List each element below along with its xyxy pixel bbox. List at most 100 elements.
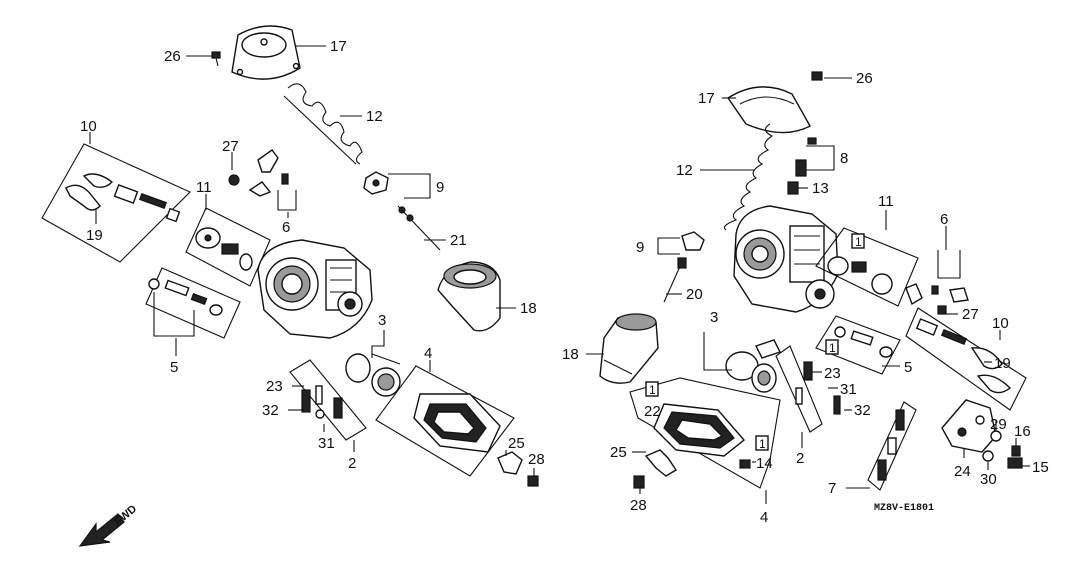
right-assembly (599, 71, 1027, 491)
small-parts-top (228, 149, 297, 211)
callout-right-7: 7 (828, 480, 836, 497)
callout-right-29: 29 (990, 416, 1007, 433)
callout-left-32: 32 (262, 402, 279, 419)
float-part-right (725, 339, 781, 393)
spring-stack-7 (867, 401, 917, 491)
callout-right-31: 31 (840, 381, 857, 398)
callout-left-11: 11 (196, 179, 212, 196)
callout-left-5: 5 (170, 359, 178, 376)
callout-right-28: 28 (630, 497, 647, 514)
bracket-box-10 (41, 143, 191, 263)
callout-right-14: 14 (756, 455, 773, 472)
piston-needle-right (663, 231, 705, 303)
bracket-box-4-right (629, 377, 781, 489)
bracket-box-5 (145, 267, 241, 339)
callout-right-27: 27 (962, 306, 979, 323)
small-parts-right-6 (905, 250, 969, 315)
right-callouts: 26 17 12 8 13 11 6 9 20 3 27 10 5 18 23 … (562, 70, 1049, 526)
screw-part-right (811, 71, 823, 81)
callout-right-24: 24 (954, 463, 971, 480)
callout-right-17: 17 (698, 90, 715, 107)
bracket-box-5-right (815, 315, 901, 375)
bracket-box-11 (185, 207, 271, 287)
callout-left-12: 12 (366, 108, 383, 125)
callout-right-8: 8 (840, 150, 848, 167)
bracket-box-4 (375, 365, 515, 477)
ref-marker: 1 (851, 233, 865, 249)
callout-right-3: 3 (710, 309, 718, 326)
callout-right-23: 23 (824, 365, 841, 382)
left-assembly (41, 25, 539, 487)
callout-right-30: 30 (980, 471, 997, 488)
jet-parts-right (775, 345, 841, 433)
piston-part (363, 171, 389, 195)
callout-left-2: 2 (348, 455, 356, 472)
callout-right-26: 26 (856, 70, 873, 87)
screw-part (211, 51, 221, 67)
carb-body-right (733, 205, 839, 313)
callout-right-4: 4 (760, 509, 768, 526)
callout-left-10: 10 (80, 118, 97, 135)
carb-body-left (257, 239, 373, 339)
callout-right-19: 19 (994, 355, 1011, 372)
bracket-box-2 (289, 359, 367, 441)
callout-left-27: 27 (222, 138, 239, 155)
callout-right-9: 9 (636, 239, 644, 256)
callout-left-26: 26 (164, 48, 181, 65)
callout-right-12: 12 (676, 162, 693, 179)
callout-right-13: 13 (812, 180, 829, 197)
spring-part (283, 83, 363, 165)
bracket-box-11-right (815, 227, 919, 307)
callout-left-4: 4 (424, 345, 432, 362)
fwd-arrow: FWD (78, 503, 139, 547)
callout-right-15: 15 (1032, 459, 1049, 476)
funnel-part (437, 261, 501, 332)
needle-part (397, 205, 441, 251)
callout-right-2: 2 (796, 450, 804, 467)
callout-right-11: 11 (878, 193, 894, 210)
top-cover-part (231, 25, 301, 80)
callout-right-16: 16 (1014, 423, 1031, 440)
drain-parts (497, 451, 539, 487)
top-cover-part-right (727, 86, 817, 145)
callout-right-6: 6 (940, 211, 948, 228)
small-spring-parts-right (787, 159, 807, 195)
ref-marker: 1 (755, 435, 769, 451)
ref-marker: 1 (645, 381, 659, 397)
drain-parts-right (633, 449, 751, 489)
callout-right-10: 10 (992, 315, 1009, 332)
callout-right-22: 22 (644, 403, 661, 420)
callout-left-25: 25 (508, 435, 525, 452)
small-parts-24-area (982, 430, 1023, 469)
callout-left-23: 23 (266, 378, 283, 395)
fwd-label: FWD (112, 503, 139, 528)
diagram-code: MZ8V-E1801 (874, 503, 934, 514)
svg-text:1: 1 (855, 235, 862, 249)
callout-left-6: 6 (282, 219, 290, 236)
callout-right-25: 25 (610, 444, 627, 461)
bracket-part-24 (941, 399, 997, 453)
callout-right-18: 18 (562, 346, 579, 363)
svg-text:1: 1 (649, 383, 656, 397)
spring-part-right (723, 123, 774, 231)
callout-right-32: 32 (854, 402, 871, 419)
callout-left-18: 18 (520, 300, 537, 317)
callout-right-5: 5 (904, 359, 912, 376)
float-part (345, 353, 401, 397)
callout-left-19: 19 (86, 227, 103, 244)
bracket-box-10-right (905, 307, 1027, 411)
callout-left-21: 21 (450, 232, 467, 249)
callout-left-3: 3 (378, 312, 386, 329)
ref-markers: 1 1 1 1 (645, 233, 865, 451)
ref-marker: 1 (825, 339, 839, 355)
callout-right-20: 20 (686, 286, 703, 303)
callout-left-9: 9 (436, 179, 444, 196)
svg-text:1: 1 (759, 437, 766, 451)
callout-left-28: 28 (528, 451, 545, 468)
left-callouts: 26 17 12 10 27 11 9 6 19 21 18 5 3 4 23 … (80, 38, 545, 476)
callout-left-31: 31 (318, 435, 335, 452)
svg-text:1: 1 (829, 341, 836, 355)
funnel-part-right (599, 313, 659, 384)
callout-left-17: 17 (330, 38, 347, 55)
